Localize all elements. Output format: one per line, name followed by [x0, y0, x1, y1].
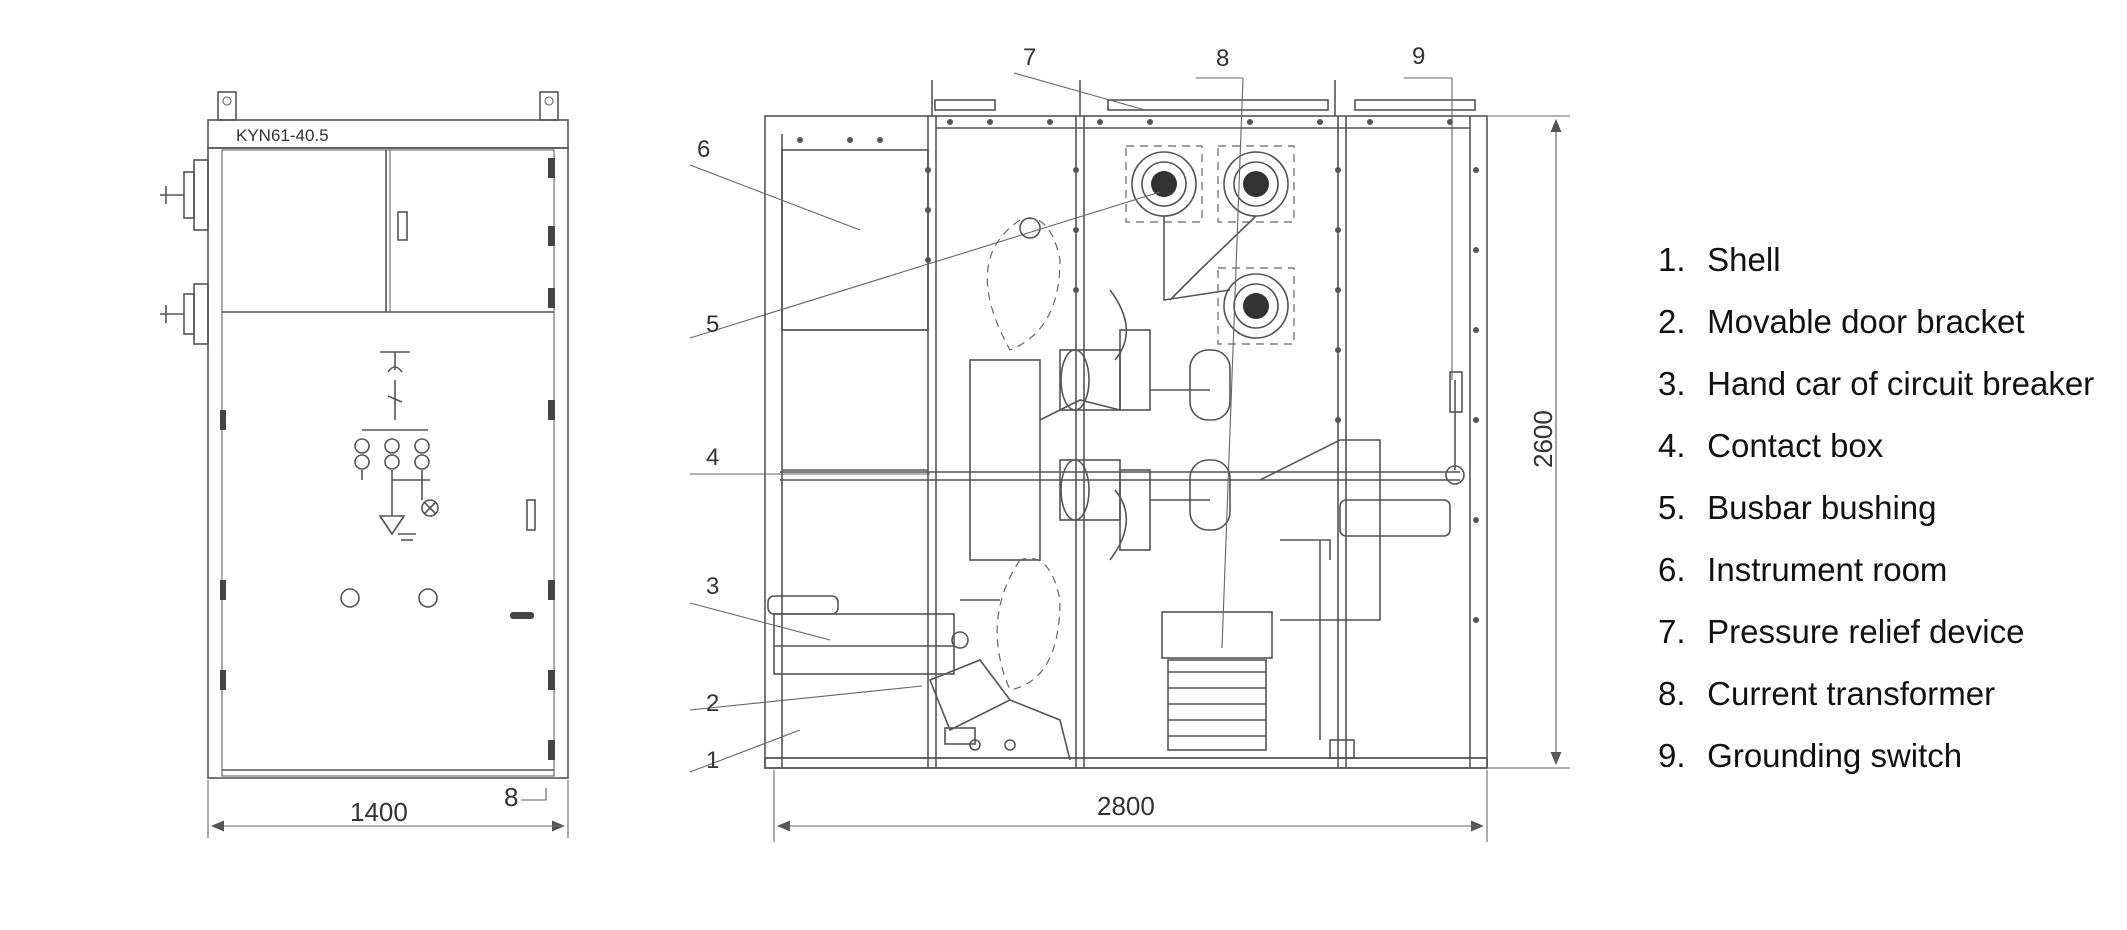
current-transformer [1161, 611, 1273, 751]
legend-label: Busbar bushing [1707, 489, 1937, 526]
legend-number: 2. [1658, 303, 1686, 340]
side-view: 1 2 3 4 5 6 7 8 9 2600 2800 [689, 43, 1570, 842]
callout-4: 4 [706, 444, 719, 471]
legend-number: 9. [1658, 737, 1686, 774]
legend-label: Pressure relief device [1707, 613, 2025, 650]
callout-9: 9 [1412, 43, 1425, 70]
legend-label: Shell [1707, 241, 1781, 278]
side-width-dimension: 2800 [1097, 791, 1155, 821]
front-view: KYN61-40.5 [160, 91, 569, 838]
legend-item-shell: 1. Shell [1658, 236, 2094, 298]
legend-item-busbar-bushing: 5. Busbar bushing [1658, 484, 2094, 546]
callout-5: 5 [706, 311, 719, 338]
legend-item-hand-car: 3. Hand car of circuit breaker [1658, 360, 2094, 422]
legend-item-current-transformer: 8. Current transformer [1658, 670, 2094, 732]
legend-label: Instrument room [1707, 551, 1948, 588]
legend-item-pressure-relief: 7. Pressure relief device [1658, 608, 2094, 670]
legend-number: 4. [1658, 427, 1686, 464]
front-model-label: KYN61-40.5 [236, 126, 329, 145]
callout-3: 3 [706, 573, 719, 600]
legend-number: 1. [1658, 241, 1686, 278]
legend-label: Contact box [1707, 427, 1884, 464]
side-height-dimension: 2600 [1528, 410, 1558, 468]
legend-label: Movable door bracket [1707, 303, 2025, 340]
legend-number: 5. [1658, 489, 1686, 526]
legend-number: 6. [1658, 551, 1686, 588]
legend-number: 3. [1658, 365, 1686, 402]
callout-6: 6 [697, 136, 710, 163]
legend-label: Hand car of circuit breaker [1707, 365, 2095, 402]
callout-2: 2 [706, 690, 719, 717]
legend-number: 8. [1658, 675, 1686, 712]
legend: 1. Shell 2. Movable door bracket 3. Hand… [1658, 236, 2094, 794]
legend-item-instrument-room: 6. Instrument room [1658, 546, 2094, 608]
legend-label: Current transformer [1707, 675, 1996, 712]
callout-1: 1 [706, 747, 719, 774]
legend-item-movable-door-bracket: 2. Movable door bracket [1658, 298, 2094, 360]
front-width-dimension: 1400 [350, 797, 408, 827]
front-small-mark: 8 [504, 782, 518, 812]
callout-7: 7 [1023, 44, 1036, 71]
legend-number: 7. [1658, 613, 1686, 650]
callout-8: 8 [1216, 45, 1229, 72]
legend-item-contact-box: 4. Contact box [1658, 422, 2094, 484]
hand-car [767, 595, 1071, 761]
busbar-bushings [1125, 145, 1295, 345]
legend-item-grounding-switch: 9. Grounding switch [1658, 732, 2094, 794]
legend-label: Grounding switch [1707, 737, 1963, 774]
